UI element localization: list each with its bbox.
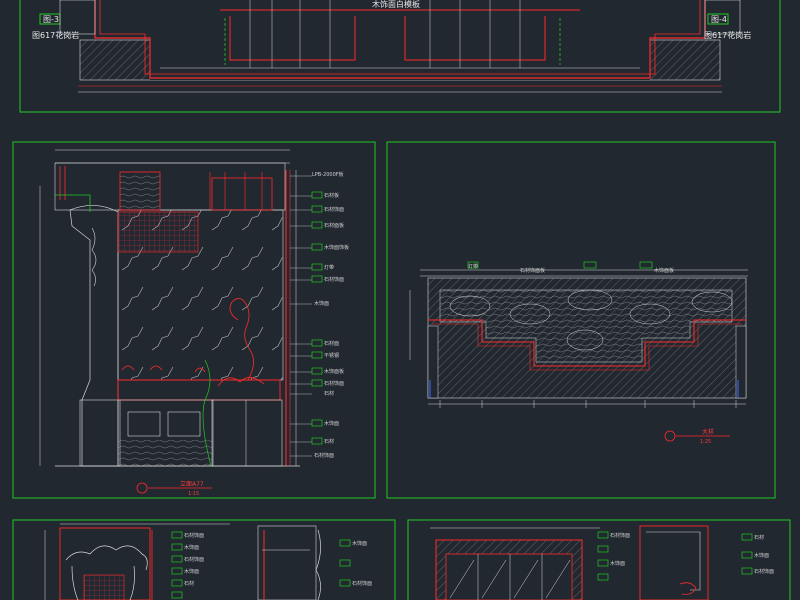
mid-right-scale: 1:25 bbox=[700, 439, 711, 445]
mid-right-title: 大样 bbox=[702, 428, 714, 436]
mid-right-annotation-2: 石材饰面板 bbox=[520, 267, 545, 274]
bottom-left-panel: 石材饰面 木饰面 石材饰面 木饰面 石材 木饰面 石材饰面 bbox=[12, 519, 396, 600]
section-marker-icon bbox=[136, 482, 148, 494]
mid-left-scale: 1:15 bbox=[188, 491, 199, 497]
bl-annotation-7: 石材饰面 bbox=[352, 580, 372, 587]
top-label-left: 图617花岗岩 bbox=[32, 30, 79, 40]
annotation-9: 石材面 bbox=[324, 340, 339, 347]
mid-right-panel: 灯带 石材饰面板 木饰面板 大样 1:25 bbox=[386, 141, 776, 499]
annotation-4: 石材面板 bbox=[324, 222, 344, 229]
annotation-3: 石材饰面 bbox=[324, 206, 344, 213]
br-annotation-1: 石材饰面 bbox=[610, 532, 630, 539]
ceiling-profile-red bbox=[428, 319, 746, 367]
top-panel: 图-3 图617花岗岩 图-4 图617花岗岩 木饰面白模板 bbox=[19, 0, 781, 113]
top-tag-left: 图-3 bbox=[43, 15, 59, 24]
annotation-10: 不锈钢 bbox=[324, 352, 339, 359]
annotation-14: 木饰面 bbox=[324, 420, 339, 427]
bl-annotation-4: 木饰面 bbox=[184, 568, 199, 575]
annotation-2: 石材板 bbox=[324, 192, 339, 199]
annotation-5: 木饰面饰板 bbox=[324, 244, 349, 251]
bl-annotation-2: 木饰面 bbox=[184, 544, 199, 551]
top-label-center: 木饰面白模板 bbox=[372, 0, 420, 9]
annotation-13: 石材 bbox=[324, 390, 334, 397]
bl-annotation-1: 石材饰面 bbox=[184, 532, 204, 539]
annotation-12: 石材饰面 bbox=[324, 380, 344, 387]
annotation-8: 木饰面 bbox=[314, 300, 329, 307]
top-tag-right-box bbox=[707, 13, 729, 25]
detail-marker-icon bbox=[664, 430, 676, 442]
br-annotation-2: 木饰面 bbox=[610, 560, 625, 567]
br-annotation-4: 木饰面 bbox=[754, 552, 769, 559]
mid-right-frame bbox=[386, 141, 776, 499]
mid-left-frame bbox=[12, 141, 376, 499]
top-label-right: 图617花岗岩 bbox=[704, 30, 751, 40]
annotation-6: 灯带 bbox=[324, 264, 334, 271]
annotation-7: 石材饰面 bbox=[324, 276, 344, 283]
bl-annotation-6: 木饰面 bbox=[352, 540, 367, 547]
annotation-16: 石材饰面 bbox=[314, 452, 334, 459]
br-annotation-5: 石材饰面 bbox=[754, 568, 774, 575]
top-tag-right: 图-4 bbox=[711, 15, 727, 24]
bl-annotation-5: 石材 bbox=[184, 580, 194, 587]
mid-right-annotation-3: 木饰面板 bbox=[654, 267, 674, 274]
bottom-left-frame bbox=[12, 519, 396, 600]
mid-left-title: 立面A77 bbox=[180, 480, 204, 488]
bottom-right-frame bbox=[407, 519, 791, 600]
annotation-15: 石材 bbox=[324, 438, 334, 445]
bl-annotation-3: 石材饰面 bbox=[184, 556, 204, 563]
bottom-right-panel: 石材饰面 木饰面 石材 木饰面 石材饰面 bbox=[407, 519, 791, 600]
annotation-1: LPB-2000F板 bbox=[312, 171, 344, 178]
annotation-11: 木饰面板 bbox=[324, 368, 344, 375]
mid-right-annotation-1: 灯带 bbox=[468, 263, 478, 270]
top-wall-outline bbox=[94, 0, 706, 79]
mid-left-panel: LPB-2000F板 石材板 石材饰面 石材面板 木饰面饰板 灯带 石材饰面 木… bbox=[12, 141, 376, 499]
top-panel-frame bbox=[19, 0, 781, 113]
column-outline bbox=[69, 205, 119, 467]
br-annotation-3: 石材 bbox=[754, 534, 764, 541]
